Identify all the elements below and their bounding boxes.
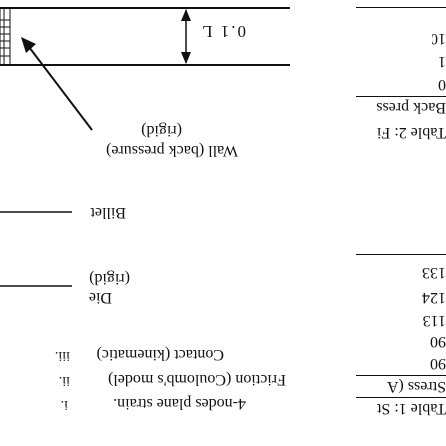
note-marker-friction: ii. — [58, 373, 70, 388]
table2-top-rule — [356, 7, 446, 8]
wall-leader-arrowhead — [21, 37, 36, 53]
note-marker-contact: iii. — [54, 348, 70, 363]
table1-value-2: 113 — [422, 312, 446, 329]
table2-value-1: 1 — [438, 53, 446, 70]
wall-rigid-label: (rigid) — [141, 122, 182, 139]
table2-caption: Table 2: Fi — [376, 124, 446, 141]
table1-header-rule — [356, 375, 446, 376]
note-plane-strain: 4-nodes plane strain. — [113, 395, 246, 412]
wall-leader-line — [25, 42, 93, 131]
table1-top-rule — [356, 254, 446, 255]
table2-value-2: 0 — [438, 76, 446, 93]
table1-value-4: 90 — [430, 355, 446, 372]
table2-value-0: 10 — [432, 30, 446, 46]
table1-bottom-rule — [356, 397, 446, 398]
dimension-label: 0.1 L — [200, 22, 246, 41]
billet-label: Billet — [90, 204, 126, 221]
table1-value-3: 90 — [430, 333, 446, 350]
note-marker-plane-strain: i. — [60, 397, 68, 412]
table2-mid-rule — [356, 96, 446, 97]
table2-row-label: Back press — [376, 99, 446, 116]
table1-header: Stress (A — [386, 378, 446, 395]
table1-caption: Table 1: St — [376, 400, 446, 417]
mesh-grid — [0, 8, 11, 65]
die-rigid-label: (rigid) — [89, 270, 130, 287]
dimension-arrowhead-top — [181, 52, 191, 64]
table1-value-1: 124 — [422, 289, 446, 306]
dimension-arrowhead-bottom — [181, 9, 191, 21]
wall-label: Wall (back pressure) — [106, 142, 238, 159]
die-label: Die — [88, 289, 112, 306]
note-friction: Friction (Coulomb's model) — [108, 371, 286, 388]
note-contact: Contact (kinematic) — [96, 346, 224, 363]
table1-value-0: 133 — [422, 264, 446, 281]
